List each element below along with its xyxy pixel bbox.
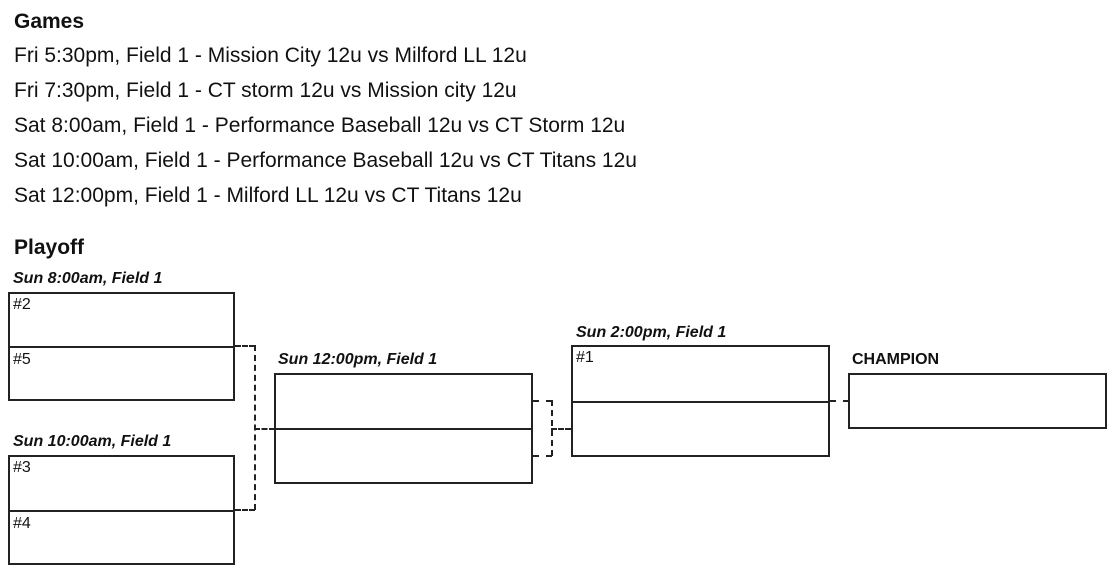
seed-label: #5 [13,351,31,368]
slot-divider [573,401,828,403]
slot-divider [276,428,531,430]
bracket-connector [254,428,275,430]
champion-caption: CHAMPION [852,351,940,368]
semifinal-caption: Sun 12:00pm, Field 1 [278,351,438,368]
game1-bracket-box: #2 #5 [8,292,235,401]
bracket-connector [235,345,255,347]
bracket-connector [533,400,552,402]
playoff-heading: Playoff [14,236,85,259]
game-line: Sat 12:00pm, Field 1 - Milford LL 12u vs… [14,184,522,207]
game2-bracket-box: #3 #4 [8,455,235,565]
final-bracket-box: #1 [571,345,830,457]
semifinal-bracket-box [274,373,533,484]
game-line: Sat 10:00am, Field 1 - Performance Baseb… [14,149,637,172]
game1-caption: Sun 8:00am, Field 1 [13,270,163,287]
bracket-connector [235,509,255,511]
seed-label: #4 [13,515,31,532]
game2-caption: Sun 10:00am, Field 1 [13,433,172,450]
seed-label: #1 [576,349,594,366]
bracket-connector [551,428,571,430]
slot-divider [10,510,233,512]
seed-label: #2 [13,296,31,313]
game-line: Fri 5:30pm, Field 1 - Mission City 12u v… [14,44,527,67]
games-heading: Games [14,10,85,33]
champion-box [848,373,1107,429]
game-line: Fri 7:30pm, Field 1 - CT storm 12u vs Mi… [14,79,517,102]
slot-divider [10,346,233,348]
game-line: Sat 8:00am, Field 1 - Performance Baseba… [14,114,626,137]
final-caption: Sun 2:00pm, Field 1 [576,324,727,341]
seed-label: #3 [13,459,31,476]
bracket-connector [830,400,849,402]
bracket-connector [254,345,256,510]
bracket-connector [533,455,552,457]
